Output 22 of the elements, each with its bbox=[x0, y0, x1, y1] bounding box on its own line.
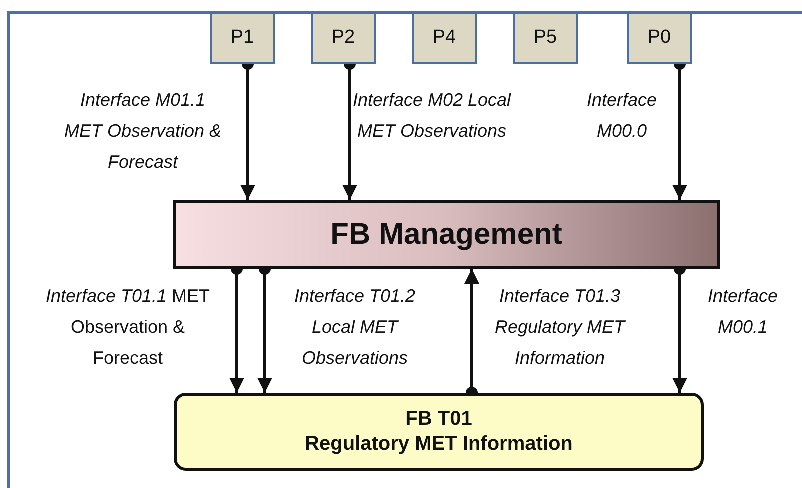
edge-label: Interface M01.1 MET Observation & Forecast bbox=[63, 89, 223, 174]
block-title: P4 bbox=[432, 26, 456, 50]
port-box bbox=[311, 12, 376, 64]
block-title: P0 bbox=[648, 26, 672, 50]
port-box bbox=[513, 12, 578, 64]
edge-label: Interface M00.0 bbox=[586, 89, 658, 143]
block-title: FB T01 bbox=[406, 407, 472, 432]
block-title: P1 bbox=[230, 26, 254, 50]
block-title: P5 bbox=[534, 26, 558, 50]
port-box bbox=[210, 12, 275, 64]
edge-label: Interface M02 Local MET Observations bbox=[352, 89, 512, 143]
block-title: P2 bbox=[332, 26, 356, 50]
edge-label: Interface T01.1 MET Observation & Forecast bbox=[44, 285, 212, 370]
management-block bbox=[173, 200, 720, 269]
edge-label: Interface T01.3 Regulatory MET Information bbox=[494, 285, 627, 370]
function-block bbox=[174, 393, 704, 471]
port-box bbox=[412, 12, 477, 64]
block-title: FB Management bbox=[330, 216, 562, 253]
edge-label: Interface M00.1 bbox=[706, 285, 780, 339]
edge-label: Interface T01.2 Local MET Observations bbox=[293, 285, 417, 370]
port-box bbox=[627, 12, 692, 64]
block-subtitle: Regulatory MET Information bbox=[305, 432, 573, 457]
